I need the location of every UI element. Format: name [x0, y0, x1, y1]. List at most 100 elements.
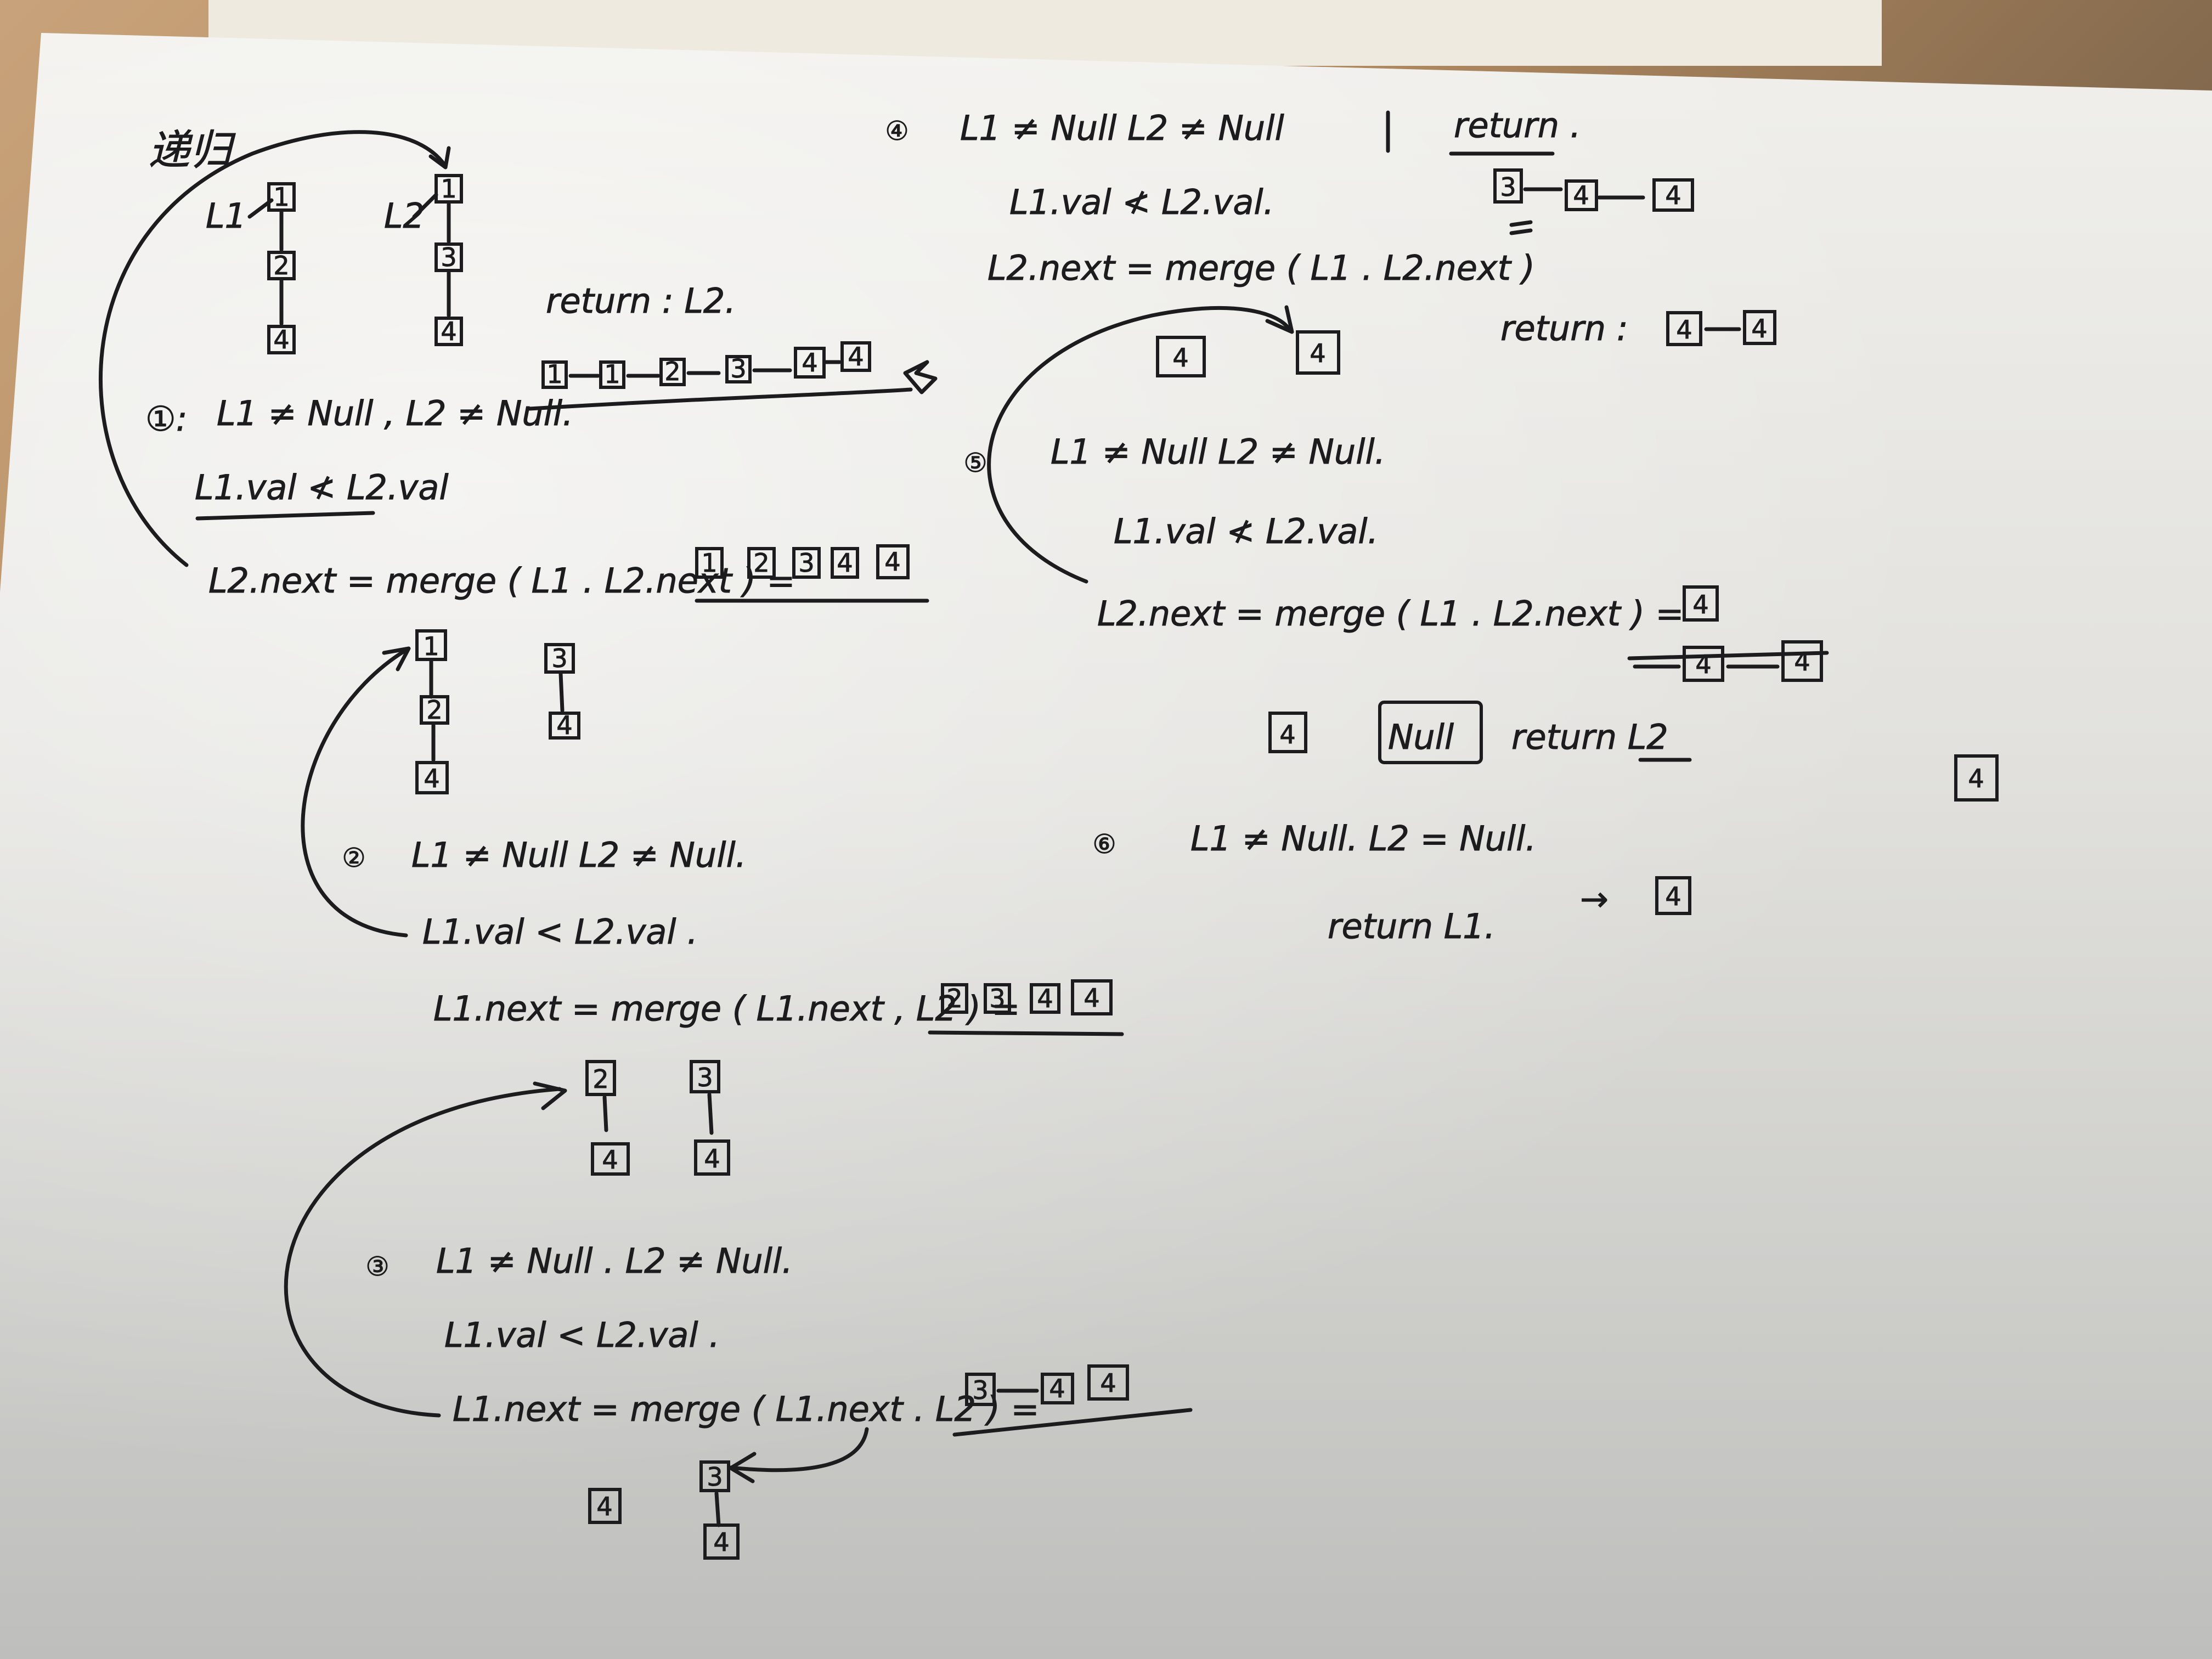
node-box — [1666, 311, 1702, 346]
node-value: 2 — [592, 1064, 608, 1094]
recursion-arc — [98, 130, 447, 567]
node-value: 4 — [884, 547, 900, 577]
node-value: 4 — [441, 317, 456, 346]
node-value: 3 — [989, 984, 1005, 1013]
node-box — [725, 355, 752, 383]
node-box — [1071, 979, 1113, 1015]
list2-pointer-arrow — [412, 193, 438, 219]
step1-result: 1 2 3 4 4 — [695, 544, 910, 579]
node-value: 4 — [1172, 343, 1188, 373]
step3-compare: L1.val < L2.val . — [444, 1315, 720, 1355]
step3-next-list2: 3 4 — [699, 1460, 740, 1560]
node-value: 3 — [730, 354, 746, 383]
equals-mark — [1509, 220, 1533, 227]
node-value: 4 — [802, 348, 817, 377]
node-value: 4 — [1279, 720, 1295, 749]
null-box — [1378, 701, 1483, 764]
node-value: 2 — [273, 251, 289, 280]
node-value: 4 — [1751, 314, 1767, 343]
node-value: 4 — [713, 1527, 729, 1557]
node-value: 4 — [1794, 647, 1810, 676]
node-value: 4 — [273, 325, 289, 354]
node-value: 2 — [664, 357, 680, 386]
down-arrow — [558, 672, 565, 713]
node-box — [549, 712, 580, 740]
node-box — [585, 1060, 616, 1096]
recursion-arc — [987, 306, 1291, 584]
down-arrow — [602, 1095, 608, 1132]
node-value: 4 — [1049, 1374, 1065, 1403]
node-box — [544, 643, 575, 674]
node-value: 4 — [602, 1145, 618, 1175]
node-box — [699, 1460, 730, 1492]
star-icon — [903, 360, 938, 394]
node-box — [690, 1060, 720, 1093]
step5-left-node — [1268, 712, 1307, 753]
step4-marker: ④ — [885, 116, 909, 146]
step2-assign: L1.next = merge ( L1.next , L2 ) = — [433, 989, 1020, 1029]
node-box — [541, 360, 568, 389]
step1-return-chain: 1 1 2 3 4 4 — [541, 341, 871, 390]
step6-condition: L1 ≠ Null. L2 = Null. — [1190, 819, 1536, 859]
node-box — [1683, 646, 1724, 682]
node-value: 3 — [1500, 172, 1516, 202]
step4-return-label-2: return : — [1500, 308, 1628, 348]
node-value: 3 — [707, 1462, 723, 1492]
step5-condition: L1 ≠ Null L2 ≠ Null. — [1051, 432, 1385, 472]
node-box — [1652, 178, 1694, 212]
node-box — [435, 174, 463, 204]
node-value: 3 — [441, 242, 456, 272]
node-value: 1 — [441, 174, 456, 204]
node-box — [591, 1142, 630, 1176]
step3-condition: L1 ≠ Null . L2 ≠ Null. — [436, 1241, 793, 1281]
node-box — [1030, 983, 1060, 1014]
step4-next-nodes: 4 4 — [1156, 330, 1340, 377]
step5-return-label: return L2 — [1511, 717, 1668, 757]
step3-list2: 3 4 — [690, 1060, 730, 1176]
list2-label: L2 — [384, 196, 425, 236]
node-value: 4 — [1037, 984, 1053, 1013]
step4-return-chain-2: 4 4 — [1666, 310, 1776, 346]
node-box — [420, 695, 449, 725]
node-box — [659, 358, 686, 386]
node-value: 3 — [798, 548, 814, 578]
node-box — [1087, 1364, 1129, 1401]
node-value: 1 — [273, 182, 289, 212]
step5-compare: L1.val ≮ L2.val. — [1114, 511, 1378, 551]
null-box-label: Null — [1388, 717, 1454, 757]
step2-compare: L1.val < L2.val . — [422, 912, 698, 952]
equals-mark — [1509, 228, 1533, 235]
arrow-head — [533, 1081, 567, 1110]
down-arrow — [707, 1092, 714, 1135]
node-box — [840, 341, 871, 372]
node-box — [941, 983, 968, 1014]
node-value: 4 — [1573, 180, 1589, 210]
step4-return-label: return . — [1454, 105, 1581, 145]
node-box — [1743, 310, 1776, 345]
node-value: 4 — [1692, 590, 1708, 619]
arrow-head — [428, 146, 451, 170]
recursion-arc — [301, 648, 408, 938]
step2-condition: L1 ≠ Null L2 ≠ Null. — [411, 835, 746, 875]
node-box — [267, 251, 296, 280]
node-box — [876, 544, 910, 579]
node-box — [1041, 1373, 1074, 1404]
arrow-head — [729, 1452, 757, 1483]
step6-return-label: return L1. — [1328, 906, 1495, 946]
node-box — [1781, 640, 1823, 682]
step2-list2: 3 4 — [544, 643, 580, 741]
underline — [195, 511, 375, 521]
node-box — [435, 317, 463, 346]
step4-return-chain: 3 4 4 — [1493, 168, 1694, 212]
node-box — [747, 547, 776, 579]
node-box — [965, 1373, 996, 1406]
step4-compare: L1.val ≮ L2.val. — [1009, 182, 1274, 222]
arrow-head — [382, 646, 411, 672]
node-box — [415, 761, 449, 794]
step5-marker: ⑤ — [963, 448, 987, 478]
step3-list1: 2 4 — [585, 1060, 630, 1176]
step6-result-node — [1655, 876, 1691, 915]
node-value: 4 — [1676, 315, 1692, 345]
